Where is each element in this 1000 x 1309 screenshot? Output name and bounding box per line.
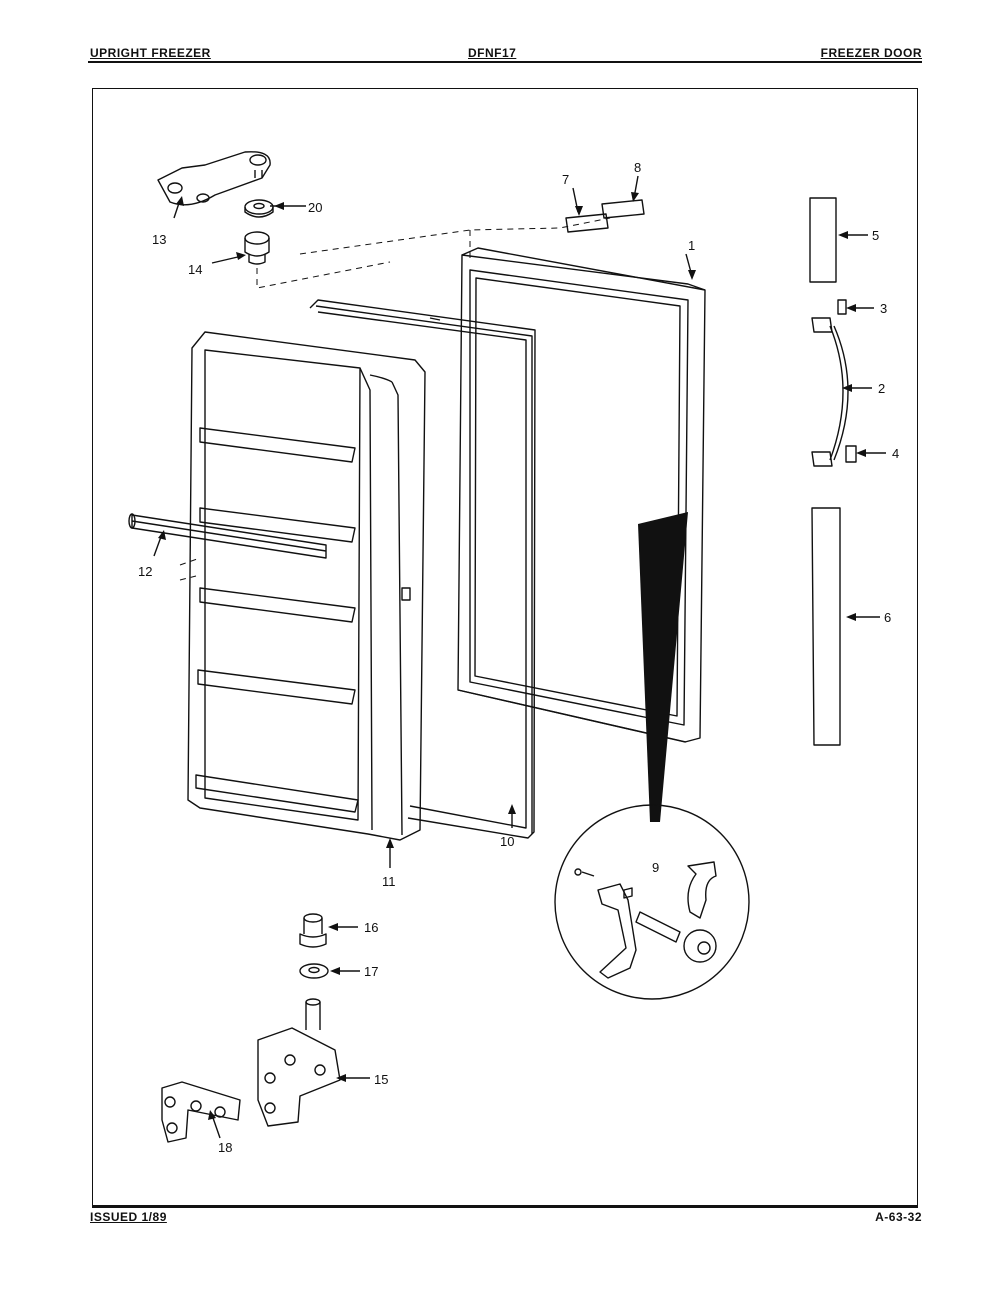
door-nameplate: [565, 213, 609, 233]
bottom-hinge-bracket: [257, 998, 341, 1127]
hinge-shim-plate: [161, 1081, 241, 1143]
callout-14: 14: [188, 262, 202, 277]
diagram-frame: [92, 88, 918, 1206]
callout-8: 8: [634, 160, 641, 175]
top-hinge-plate: [157, 151, 271, 206]
callout-4: 4: [892, 446, 899, 461]
callout-20: 20: [308, 200, 322, 215]
inner-door-liner: [187, 331, 426, 841]
footer-page-code: A-63-32: [875, 1210, 922, 1224]
handle-cap-top: [837, 299, 847, 315]
lower-handle-trim: [811, 507, 841, 746]
upper-handle-trim: [809, 197, 837, 283]
callout-9: 9: [652, 860, 659, 875]
callout-3: 3: [880, 301, 887, 316]
callout-1: 1: [688, 238, 695, 253]
callout-17: 17: [364, 964, 378, 979]
header-model-number: DFNF17: [468, 46, 517, 60]
detail-leader: [638, 512, 688, 822]
callout-11: 11: [382, 874, 396, 889]
door-handle: [811, 317, 849, 467]
callout-6: 6: [884, 610, 891, 625]
callout-10: 10: [500, 834, 514, 849]
callout-12: 12: [138, 564, 152, 579]
callout-15: 15: [374, 1072, 388, 1087]
callout-5: 5: [872, 228, 879, 243]
door-trim-label: [601, 199, 645, 219]
door-gasket: [309, 299, 536, 839]
alignment-lines: [179, 217, 611, 581]
top-hinge-bushing: [244, 231, 270, 265]
callout-13: 13: [152, 232, 166, 247]
callout-2: 2: [878, 381, 885, 396]
top-hinge-washer: [244, 199, 274, 218]
callout-arrowheads: [158, 192, 866, 1120]
bottom-hinge-pin: [299, 913, 327, 948]
door-shelf-bar: [128, 513, 327, 559]
handle-cap-bottom: [845, 445, 857, 463]
callout-leaders: [153, 175, 886, 1139]
bottom-hinge-washer: [299, 963, 329, 979]
callout-18: 18: [218, 1140, 232, 1155]
callout-labels: 1 2 3 4 5 6 7 8 9 10 11 12 13 14 15 16 1…: [138, 160, 899, 1155]
header-product-type: UPRIGHT FREEZER: [90, 46, 211, 60]
lock-detail: [554, 804, 750, 1000]
header-section-title: FREEZER DOOR: [820, 46, 922, 60]
header-rule: [88, 61, 922, 63]
footer-rule: [92, 1206, 918, 1208]
callout-16: 16: [364, 920, 378, 935]
footer-issue-date: ISSUED 1/89: [90, 1210, 167, 1224]
callout-7: 7: [562, 172, 569, 187]
